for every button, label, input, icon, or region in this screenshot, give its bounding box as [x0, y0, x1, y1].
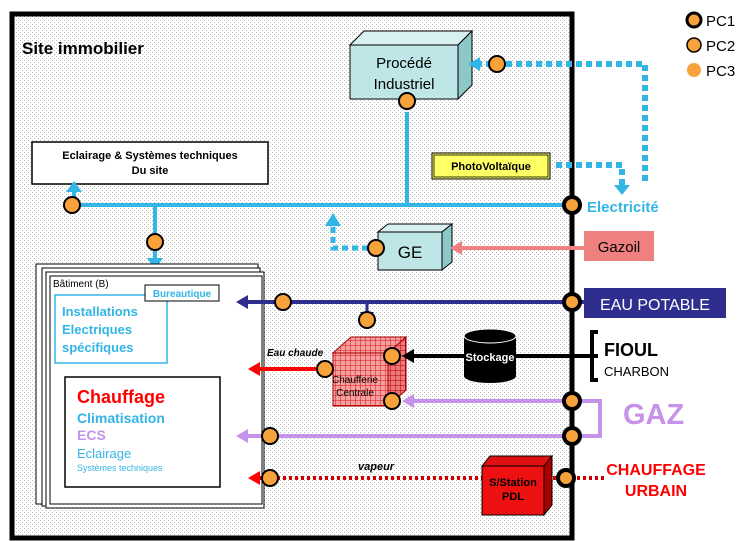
eclairage-site-line1: Eclairage & Systèmes techniques: [62, 150, 237, 162]
fioul-bracket: [590, 330, 598, 382]
elec-dotted-ge: [330, 222, 368, 251]
eclairage-site-box: Eclairage & Systèmes techniques Du site: [31, 141, 269, 185]
ge-box: GE: [376, 222, 454, 272]
arrow-procede: [468, 57, 480, 71]
arrow-pv: [614, 185, 630, 195]
pc-marker: [63, 196, 81, 214]
chauffage-urbain-line2: URBAIN: [625, 483, 687, 500]
legend-pc2-marker: [686, 37, 702, 53]
bureautique-label: Bureautique: [153, 289, 212, 300]
pc-marker: [562, 292, 582, 312]
pc-marker: [367, 239, 385, 257]
pc-marker: [562, 391, 582, 411]
photovoltaique-box: PhotoVoltaïque: [431, 152, 551, 180]
legend-pc3-marker: [687, 63, 701, 77]
installations-line1: Installations: [62, 304, 138, 319]
eclairage-label: Eclairage: [77, 446, 131, 461]
chauffage-box: Chauffage Climatisation ECS Eclairage Sy…: [64, 376, 221, 488]
legend-pc3-label: PC3: [706, 63, 735, 80]
batiment-label: Bâtiment (B): [53, 279, 109, 290]
sstation-line1: S/Station: [489, 477, 537, 489]
pc-marker: [274, 293, 292, 311]
arrow-gaz-chaufferie: [402, 394, 414, 408]
legend-pc1-label: PC1: [706, 13, 735, 30]
arrow-stockage: [402, 349, 414, 363]
sstation-line2: PDL: [502, 491, 524, 503]
pc-marker: [146, 233, 164, 251]
procede-label-1: Procédé: [376, 55, 432, 72]
pc-marker: [398, 92, 416, 110]
climatisation-label: Climatisation: [77, 410, 165, 426]
bureautique-box: Bureautique: [144, 284, 220, 302]
installations-line2: Electriques: [62, 322, 132, 337]
elec-dotted-pv: [556, 162, 625, 185]
chaufferie-line1: Chaufferie: [332, 375, 378, 386]
pc-marker: [358, 311, 376, 329]
pc-marker: [562, 426, 582, 446]
vapeur-label: vapeur: [358, 461, 395, 473]
pc-marker: [383, 392, 401, 410]
pc-marker: [261, 469, 279, 487]
arrow-gazoil: [450, 241, 462, 255]
arrow-eau: [236, 295, 248, 309]
gazoil-label: Gazoil: [598, 239, 641, 256]
arrow-eau-chaude: [248, 362, 260, 376]
chauffage-urbain-line1: CHAUFFAGE: [606, 462, 706, 479]
pc-marker: [556, 468, 576, 488]
sstation-box: S/Station PDL: [480, 454, 554, 517]
arrow-gaz-batiment: [236, 429, 248, 443]
pc-marker: [261, 427, 279, 445]
procede-label-2: Industriel: [374, 76, 435, 93]
installations-box: Installations Electriques spécifiques: [54, 294, 168, 364]
arrow-vapeur: [248, 471, 260, 485]
legend-pc2-label: PC2: [706, 38, 735, 55]
fioul-label: FIOUL: [604, 340, 658, 360]
installations-line3: spécifiques: [62, 340, 134, 355]
procede-industriel-box: Procédé Industriel: [348, 29, 474, 101]
eau-potable-label: EAU POTABLE: [600, 297, 710, 314]
pc-marker: [562, 195, 582, 215]
photovoltaique-label: PhotoVoltaïque: [451, 161, 531, 173]
gaz-bracket: [572, 399, 602, 438]
systemes-label: Systèmes techniques: [77, 463, 163, 473]
pc-marker: [383, 347, 401, 365]
ecs-label: ECS: [77, 427, 106, 443]
legend-pc1-marker: [685, 11, 703, 29]
charbon-label: CHARBON: [604, 364, 669, 379]
eclairage-site-line2: Du site: [132, 165, 169, 177]
legend: PC1 PC2 PC3: [685, 11, 735, 80]
eau-chaude-label: Eau chaude: [267, 348, 324, 359]
pc-markers: [63, 55, 582, 488]
stockage-label: Stockage: [466, 352, 515, 364]
pc-marker: [488, 55, 506, 73]
arrow-ge: [325, 213, 341, 226]
chauffage-label: Chauffage: [77, 387, 165, 407]
arrow-eclairage: [66, 181, 82, 192]
eau-potable-box: [584, 288, 726, 318]
gaz-label: GAZ: [623, 399, 684, 431]
gazoil-box: [584, 231, 654, 261]
ge-label: GE: [398, 243, 423, 262]
electricite-label: Electricité: [587, 199, 659, 216]
site-title: Site immobilier: [22, 39, 144, 58]
pc-marker: [316, 360, 334, 378]
chaufferie-line2: Centrale: [336, 388, 374, 399]
stockage-tank: Stockage: [463, 328, 517, 383]
